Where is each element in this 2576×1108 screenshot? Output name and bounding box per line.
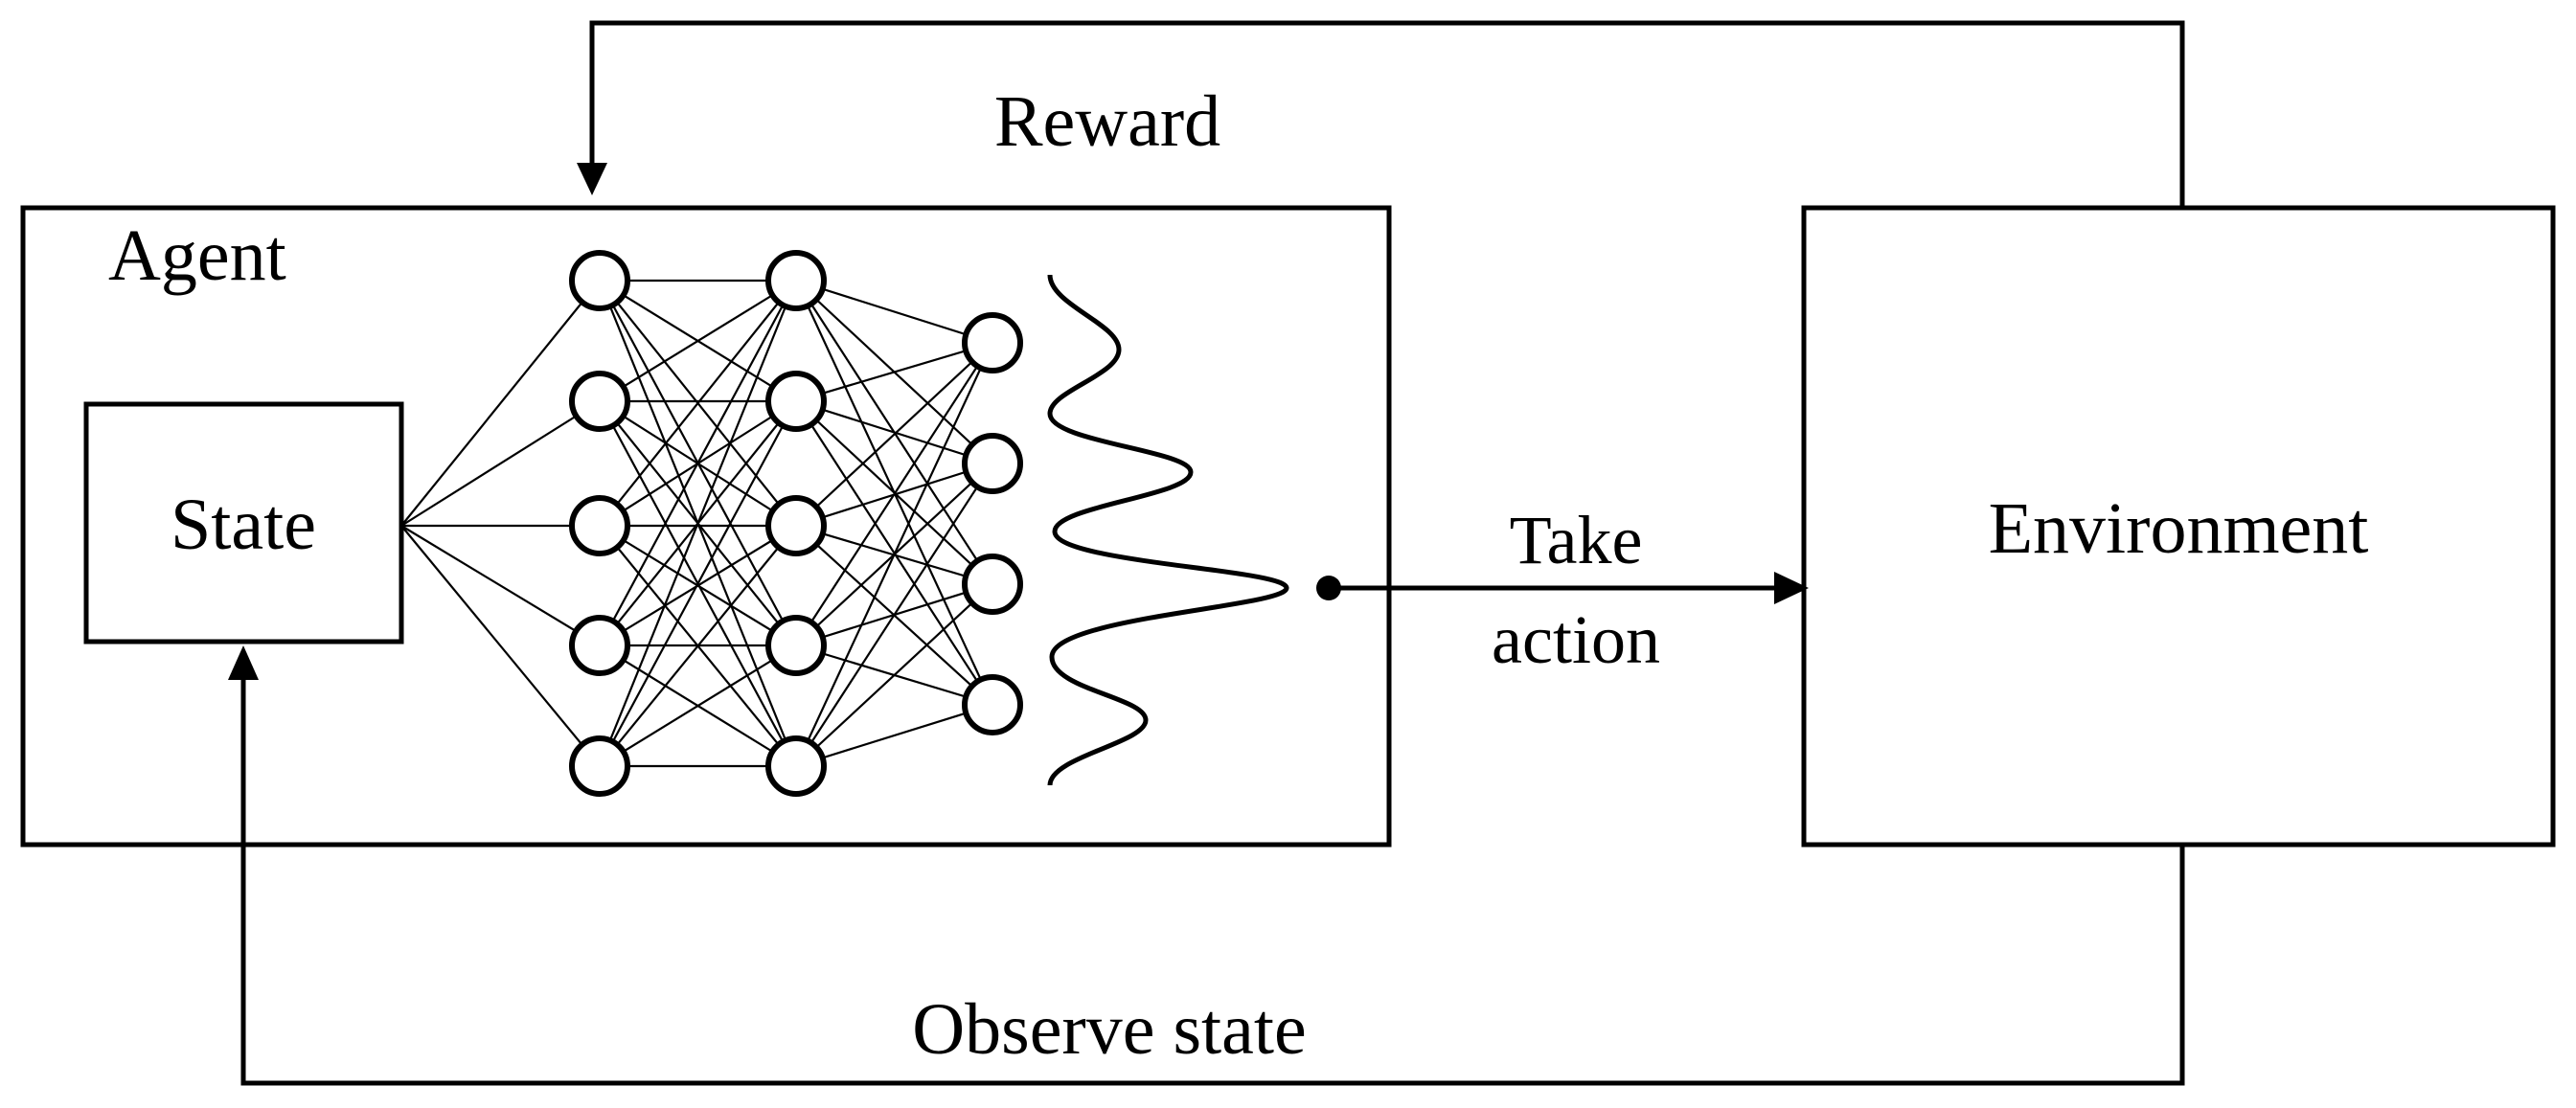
neuron-l0-3	[569, 615, 630, 676]
connection-l0-3-0	[599, 280, 797, 646]
connection-l1-1-1	[795, 399, 993, 465]
observe-state-arrow	[240, 678, 2185, 1086]
input-connection-4	[400, 525, 601, 767]
connection-l0-4-0	[598, 280, 798, 767]
reward-label: Reward	[994, 81, 1220, 162]
connection-l0-4-1	[599, 400, 797, 767]
state-label: State	[171, 485, 316, 565]
neuron-l2-2	[962, 554, 1023, 615]
neuron-l1-3	[765, 615, 827, 676]
neuron-l0-0	[569, 250, 630, 311]
neuron-l1-0	[765, 250, 827, 311]
connection-l0-4-2	[599, 525, 797, 767]
reward-arrow	[589, 20, 2185, 208]
neuron-l1-4	[765, 735, 827, 797]
take-action-label-line1: Take	[1510, 502, 1643, 578]
observe-state-arrowhead	[228, 645, 259, 680]
neuron-l1-1	[765, 371, 827, 432]
connection-l0-1-0	[599, 280, 797, 402]
input-connection-3	[400, 525, 601, 646]
connection-l1-0-0	[795, 279, 993, 345]
neuron-l0-4	[569, 735, 630, 797]
neuron-l0-1	[569, 371, 630, 432]
observe-state-label: Observe state	[912, 989, 1307, 1070]
agent-label: Agent	[108, 215, 286, 296]
connection-l0-4-3	[599, 644, 797, 767]
connection-l1-4-0	[795, 342, 993, 767]
connection-l1-4-3	[795, 703, 993, 768]
neuron-l2-1	[962, 433, 1023, 494]
agent-box	[20, 205, 1392, 848]
connection-l0-2-0	[599, 280, 797, 527]
reward-arrowhead	[577, 163, 607, 195]
neuron-l1-2	[765, 495, 827, 556]
connection-l1-3-0	[795, 342, 993, 646]
connection-l1-2-0	[795, 342, 993, 527]
state-box	[83, 401, 404, 644]
neuron-l2-0	[962, 312, 1023, 373]
environment-label: Environment	[1989, 488, 2369, 569]
connection-l1-1-0	[795, 341, 993, 403]
connection-l1-4-1	[795, 463, 993, 767]
input-connection-0	[400, 280, 601, 527]
take-action-arrowhead	[1774, 572, 1809, 604]
neuron-l2-3	[962, 674, 1023, 735]
neuron-l0-2	[569, 495, 630, 556]
input-connection-1	[400, 400, 601, 527]
environment-box	[1801, 205, 2556, 848]
network-connections	[400, 279, 993, 768]
take-action-label-line2: action	[1492, 601, 1660, 678]
output-distribution-curve	[1047, 274, 1289, 786]
connection-l1-4-2	[795, 583, 993, 767]
network-nodes	[569, 250, 1023, 797]
